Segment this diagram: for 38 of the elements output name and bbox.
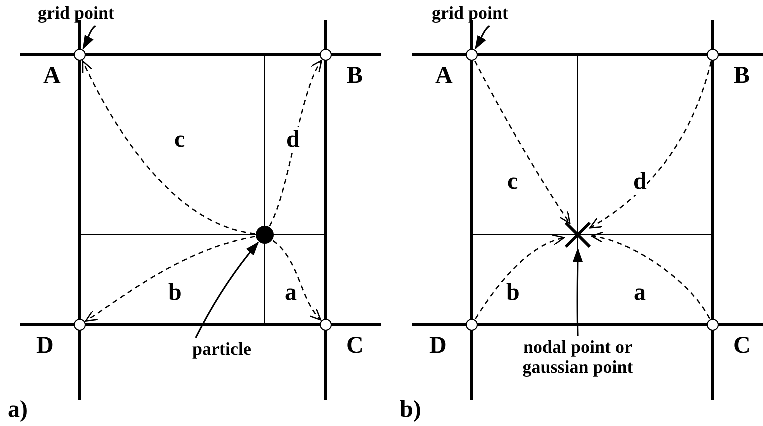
dashed-arrow [474,60,571,224]
dashed-arrow [269,60,322,227]
edge-label: d [286,127,300,154]
panel-label: a) [8,397,28,424]
corner-letter: C [346,333,364,360]
callout-text: grid point [432,4,509,24]
grid-point-circle [466,319,478,331]
corner-letter: C [734,333,751,360]
edge-label: d [634,169,647,196]
particle-dot [256,226,274,244]
grid-point-circle [74,49,86,61]
dashed-arrow [82,60,256,235]
leader-arrow [82,25,96,50]
corner-letter: B [734,63,750,90]
dashed-arrow [591,232,710,320]
corner-letter: D [430,333,447,360]
cross-mark [565,222,591,248]
corner-letter: A [44,63,61,90]
grid-point-circle [320,319,332,331]
dashed-arrow [85,236,256,322]
dashed-arrow [590,62,712,229]
dashed-arrow [475,235,565,320]
leader-arrow [572,248,583,336]
callout-text: particle [192,340,252,360]
grid-point-circle [707,319,719,331]
leader-arrow [195,242,260,338]
dashed-arrow [272,240,322,321]
panel-label: b) [400,397,422,424]
corner-letter: B [347,63,364,90]
callout-text: grid point [38,4,115,24]
grid-point-circle [466,49,478,61]
corner-letter: A [436,63,453,90]
grid-point-circle [74,319,86,331]
grid-point-circle [707,49,719,61]
leader-arrow [474,25,490,50]
callout-text: nodal point or gaussian point [503,338,653,378]
grid-point-circle [320,49,332,61]
corner-letter: D [36,333,54,360]
